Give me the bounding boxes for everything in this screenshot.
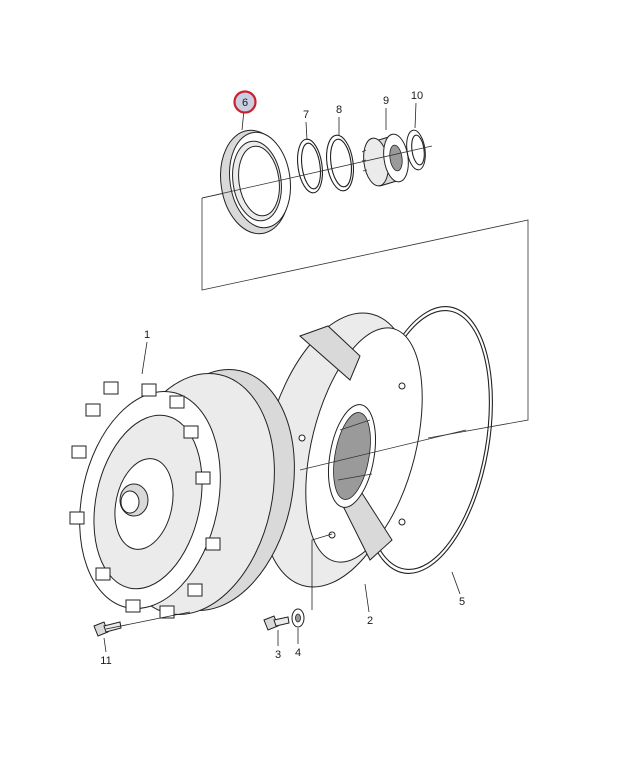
- label-part-3[interactable]: 3: [275, 649, 281, 661]
- part-2-housing[interactable]: [234, 297, 443, 604]
- part-11-bolt[interactable]: [93, 611, 191, 637]
- label-part-6[interactable]: 6: [242, 97, 248, 109]
- part-1-torque-converter[interactable]: [61, 354, 316, 629]
- label-part-7[interactable]: 7: [303, 109, 309, 121]
- part-7-snap-ring[interactable]: [294, 138, 325, 195]
- label-part-5[interactable]: 5: [459, 596, 465, 608]
- label-part-1[interactable]: 1: [144, 329, 150, 341]
- label-part-9[interactable]: 9: [383, 95, 389, 107]
- label-part-2[interactable]: 2: [367, 615, 373, 627]
- label-part-10[interactable]: 10: [411, 90, 423, 102]
- leader-lines: [103, 102, 461, 653]
- part-3-bolt[interactable]: [263, 615, 290, 631]
- converter-lugs: [69, 381, 221, 619]
- part-6-seal[interactable]: [214, 126, 296, 238]
- label-part-8[interactable]: 8: [336, 104, 342, 116]
- part-labels: 6 7 8 9 10 1 2 5 11 3 4: [100, 90, 465, 667]
- upper-axis-line: [201, 145, 433, 199]
- part-8-o-ring[interactable]: [323, 133, 357, 192]
- part-4-washer[interactable]: [291, 608, 305, 628]
- part-6-highlight: [233, 90, 257, 114]
- label-part-11[interactable]: 11: [100, 655, 111, 667]
- lower-axis-line: [299, 429, 467, 471]
- label-part-4[interactable]: 4: [295, 647, 301, 659]
